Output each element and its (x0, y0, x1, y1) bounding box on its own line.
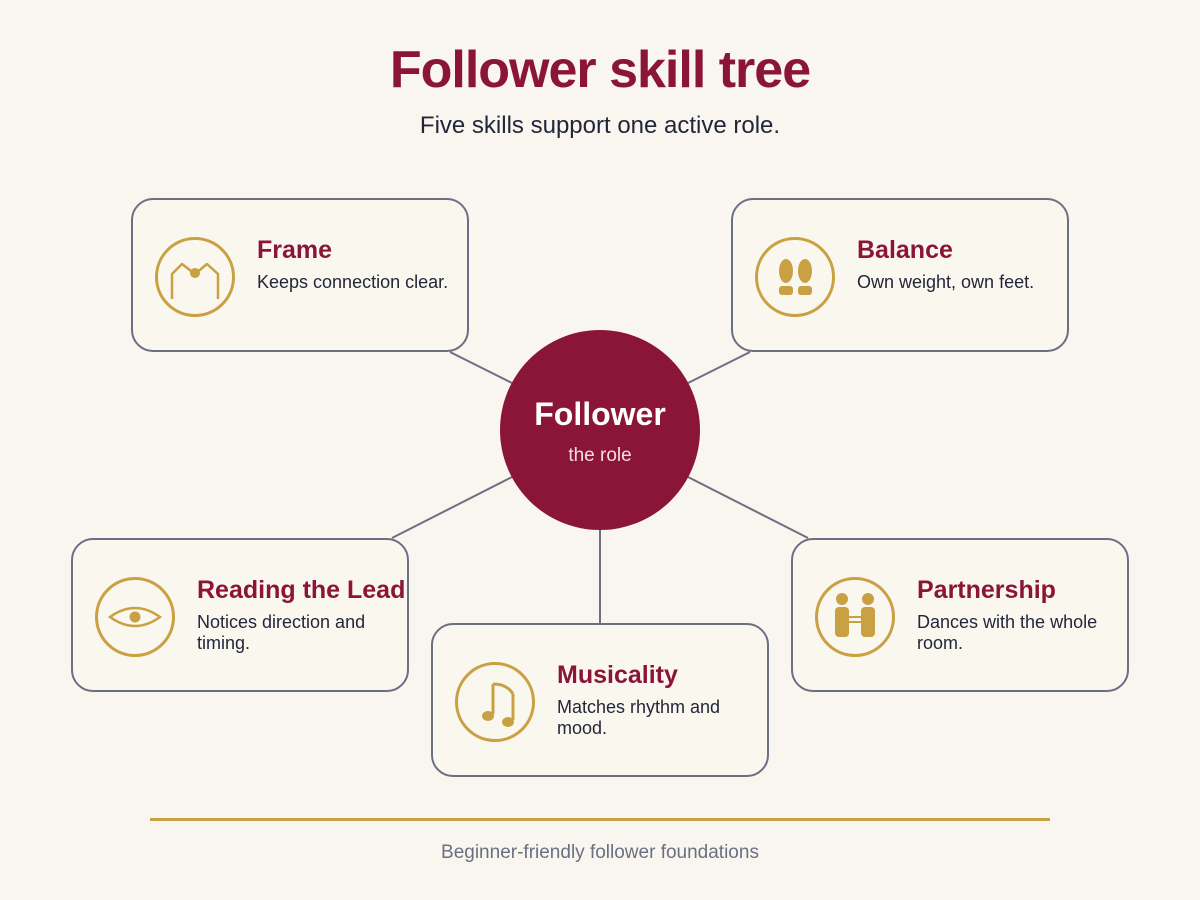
skill-description: Own weight, own feet. (857, 272, 1035, 292)
partners-icon (815, 577, 895, 657)
skill-card-reading-the-lead: Reading the Lead Notices direction and t… (71, 538, 409, 692)
skill-description: Keeps connection clear. (257, 272, 449, 292)
skill-card-musicality: Musicality Matches rhythm and mood. (431, 623, 769, 777)
connector-balance (687, 351, 751, 384)
skill-card-balance: Balance Own weight, own feet. (731, 198, 1069, 352)
connector-reading (391, 476, 513, 539)
footprints-icon (755, 237, 835, 317)
skill-description: Notices direction and timing. (197, 612, 366, 653)
skill-card-frame: Frame Keeps connection clear. (131, 198, 469, 352)
page-title: Follower skill tree (389, 41, 811, 99)
connector-partnership (687, 476, 809, 539)
frame-arms-icon (155, 237, 235, 317)
hub-title: Follower (534, 396, 666, 432)
hub-follower-role: Follower the role (500, 330, 700, 530)
skill-description: Matches rhythm and mood. (557, 697, 721, 738)
skill-card-partnership: Partnership Dances with the whole room. (791, 538, 1129, 692)
page-subtitle: Five skills support one active role. (419, 112, 781, 139)
connector-frame (449, 351, 513, 384)
music-note-icon (455, 662, 535, 742)
footer-divider (150, 818, 1050, 821)
skill-name: Reading the Lead (197, 576, 406, 604)
skill-name: Partnership (917, 576, 1056, 604)
footer-caption: Beginner-friendly follower foundations (441, 842, 759, 863)
hub-subtitle: the role (568, 445, 632, 466)
skill-name: Frame (257, 236, 333, 264)
skill-name: Balance (857, 236, 953, 264)
skill-description: Dances with the whole room. (917, 612, 1098, 653)
skill-name: Musicality (557, 661, 678, 689)
eye-icon (95, 577, 175, 657)
